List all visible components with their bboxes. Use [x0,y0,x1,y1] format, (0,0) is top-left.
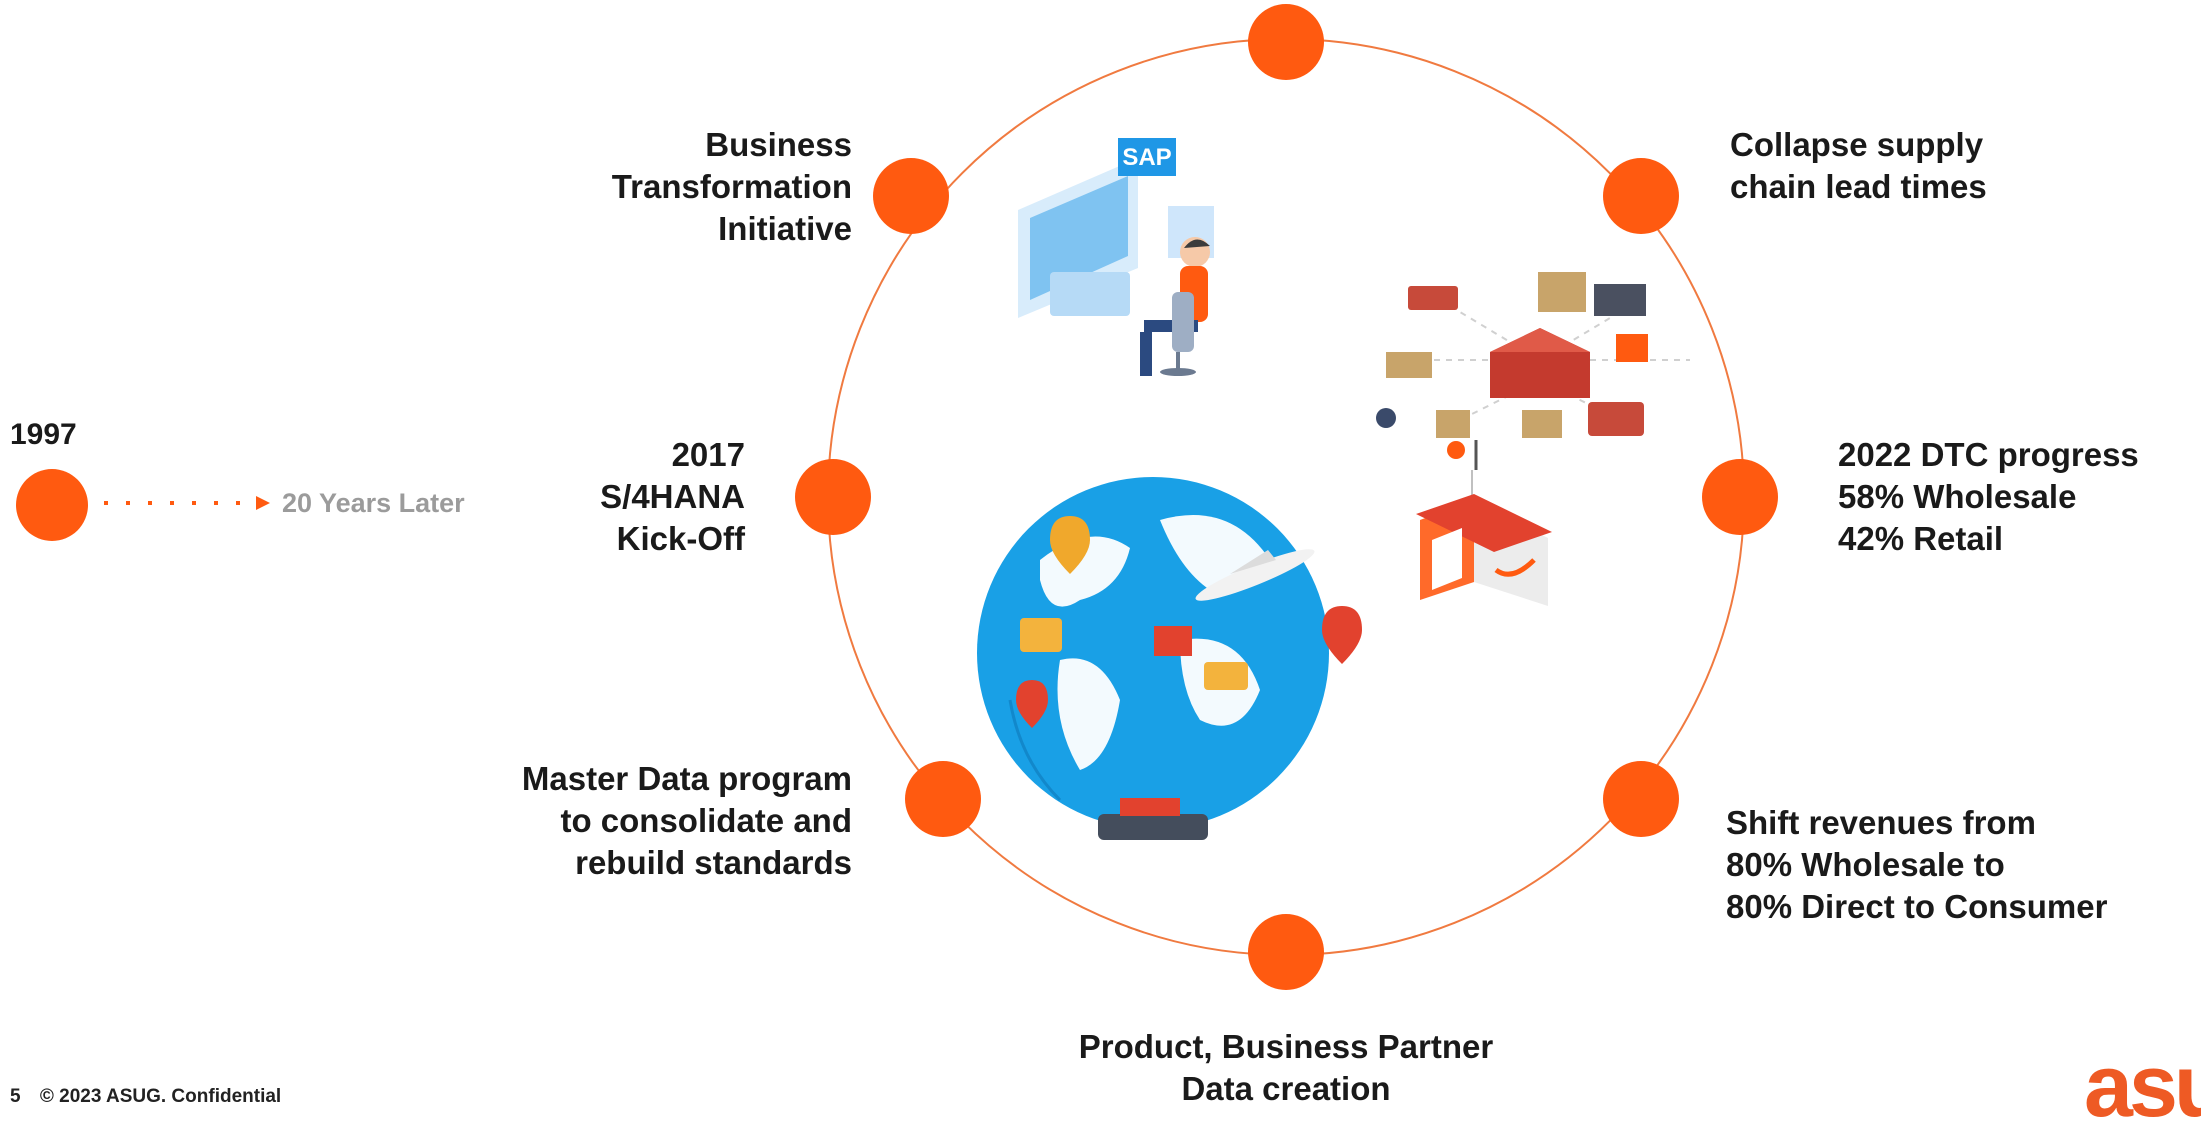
page-number: 5 [10,1086,21,1107]
node-top [1248,4,1324,80]
node-supply-chain [1603,158,1679,234]
label-master-data: Master Data program to consolidate and r… [521,760,852,881]
node-business-transformation [873,158,949,234]
node-shift-revenues [1603,761,1679,837]
node-product-partner [1248,914,1324,990]
label-business-transformation: Business Transformation Initiative [611,126,852,247]
asug-logo: asu [2084,1036,2201,1135]
sap-badge [1118,138,1176,176]
sap-workstation-illustration: SAP [1018,138,1214,376]
globe-logistics-illustration [977,477,1362,840]
footer: 5 © 2023 ASUG. Confidential [10,1086,281,1108]
supply-chain-network-illustration [1376,272,1690,515]
timeline-caption: 20 Years Later [282,488,465,518]
label-s4hana-kickoff: 2017 S/4HANA Kick-Off [600,436,745,557]
copyright: © 2023 ASUG. Confidential [39,1086,282,1107]
timeline-year: 1997 [10,418,77,451]
slide: SAP [10,4,2201,1130]
node-dtc-progress [1702,459,1778,535]
sap-badge-text: SAP [1122,144,1171,171]
label-product-partner: Product, Business Partner Data creation [1078,1028,1494,1107]
label-shift-revenues: Shift revenues from 80% Wholesale to 80%… [1726,804,2108,925]
label-supply-chain: Collapse supply chain lead times [1730,126,1987,205]
timeline-arrowhead [256,496,270,510]
label-dtc-progress: 2022 DTC progress 58% Wholesale 42% Reta… [1838,436,2139,557]
node-s4hana [795,459,871,535]
timeline-dot [16,469,88,541]
milestone-ring-diagram: SAP [16,4,1778,990]
retail-store-illustration [1416,494,1552,606]
node-master-data [905,761,981,837]
